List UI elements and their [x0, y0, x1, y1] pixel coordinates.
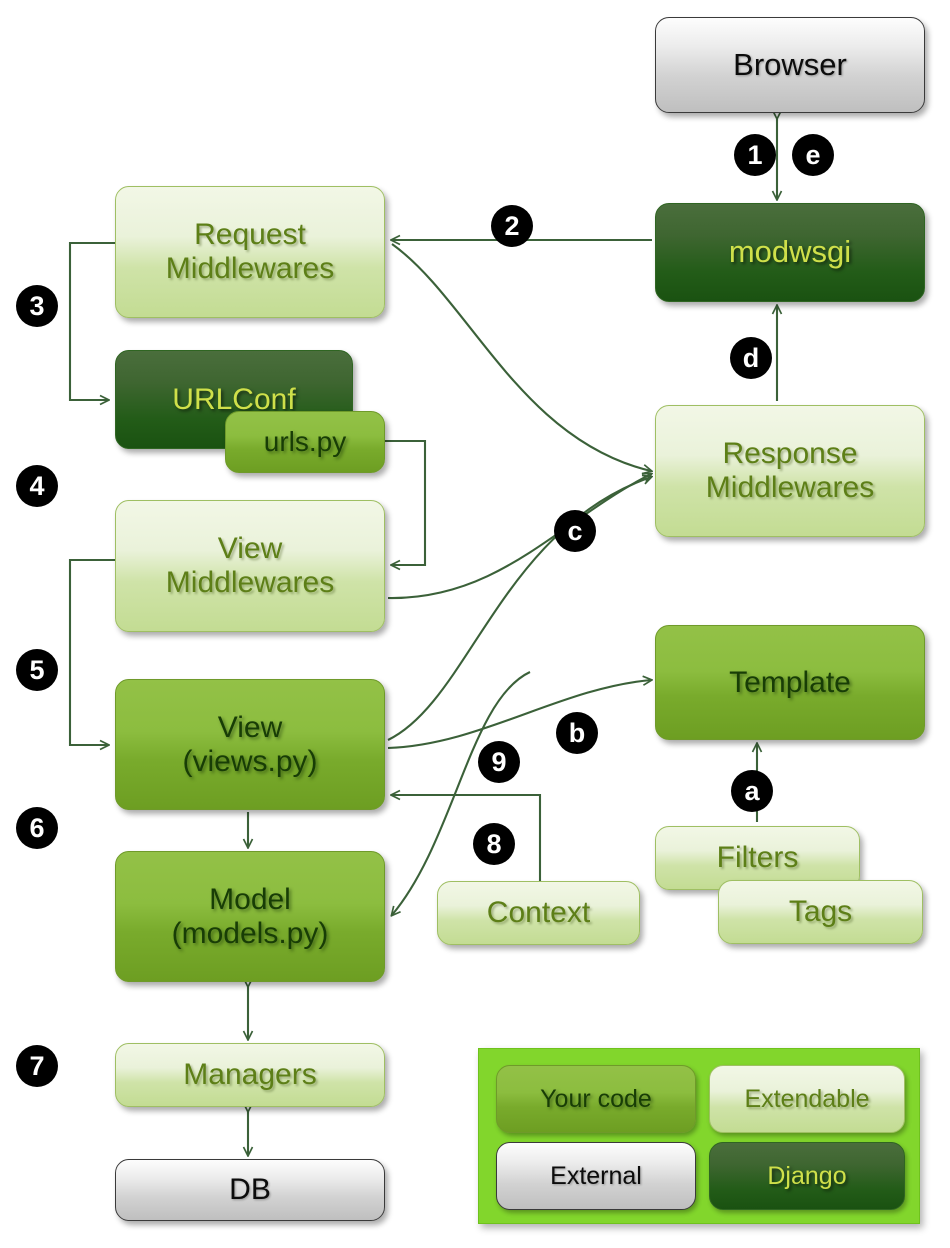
node-filters[interactable]: Filters [655, 826, 860, 890]
node-legend-your-code-label: Your code [540, 1085, 652, 1113]
node-filters-label: Filters [716, 841, 799, 875]
step-badge-a: a [731, 770, 773, 812]
node-db-label: DB [229, 1173, 271, 1207]
node-legend-django-label: Django [767, 1162, 847, 1190]
step-badge-6: 6 [16, 807, 58, 849]
step-badge-5: 5 [16, 649, 58, 691]
step-badge-1: 1 [734, 134, 776, 176]
step-badge-b: b [556, 712, 598, 754]
node-legend-your-code[interactable]: Your code [496, 1065, 696, 1133]
node-context-label: Context [486, 896, 591, 930]
node-managers[interactable]: Managers [115, 1043, 385, 1107]
step-badge-4: 4 [16, 465, 58, 507]
step-badge-d: d [730, 337, 772, 379]
node-urlspy-label: urls.py [263, 426, 347, 458]
node-legend-extendable[interactable]: Extendable [709, 1065, 905, 1133]
step-badge-9: 9 [478, 741, 520, 783]
node-legend-external[interactable]: External [496, 1142, 696, 1210]
node-modwsgi-label: modwsgi [728, 234, 852, 270]
node-browser[interactable]: Browser [655, 17, 925, 113]
step-badge-7: 7 [16, 1045, 58, 1087]
node-view[interactable]: View(views.py) [115, 679, 385, 810]
node-template-label: Template [729, 665, 851, 699]
node-legend-external-label: External [550, 1162, 642, 1190]
step-badge-2: 2 [491, 205, 533, 247]
step-badge-c: c [554, 510, 596, 552]
step-badge-3: 3 [16, 285, 58, 327]
wire-view-template [387, 680, 651, 750]
node-model[interactable]: Model(models.py) [115, 851, 385, 982]
node-model-label: Model(models.py) [171, 882, 329, 950]
node-modwsgi[interactable]: modwsgi [655, 203, 925, 302]
node-browser-label: Browser [733, 46, 847, 82]
wire-reqmw-respmw [391, 243, 651, 471]
wire-viewmw-respmw [387, 474, 651, 600]
node-legend-extendable-label: Extendable [744, 1085, 870, 1113]
step-badge-8: 8 [473, 823, 515, 865]
node-db[interactable]: DB [115, 1159, 385, 1221]
node-tags[interactable]: Tags [718, 880, 923, 944]
wire-template-model [392, 671, 531, 915]
wire-view-respmw [387, 477, 651, 741]
node-context[interactable]: Context [437, 881, 640, 945]
wire-urlspy-viewmw [385, 439, 427, 565]
wire-reqmw-urlconf [68, 241, 115, 400]
node-template[interactable]: Template [655, 625, 925, 740]
node-legend-django[interactable]: Django [709, 1142, 905, 1210]
node-urlconf-label: URLConf [172, 382, 296, 416]
node-tags-label: Tags [788, 895, 853, 929]
wire-viewmw-view [68, 558, 115, 745]
node-urlspy[interactable]: urls.py [225, 411, 385, 473]
wire-context-view [392, 795, 542, 881]
step-badge-e: e [792, 134, 834, 176]
node-view-label: View(views.py) [182, 710, 318, 778]
node-managers-label: Managers [183, 1058, 317, 1092]
